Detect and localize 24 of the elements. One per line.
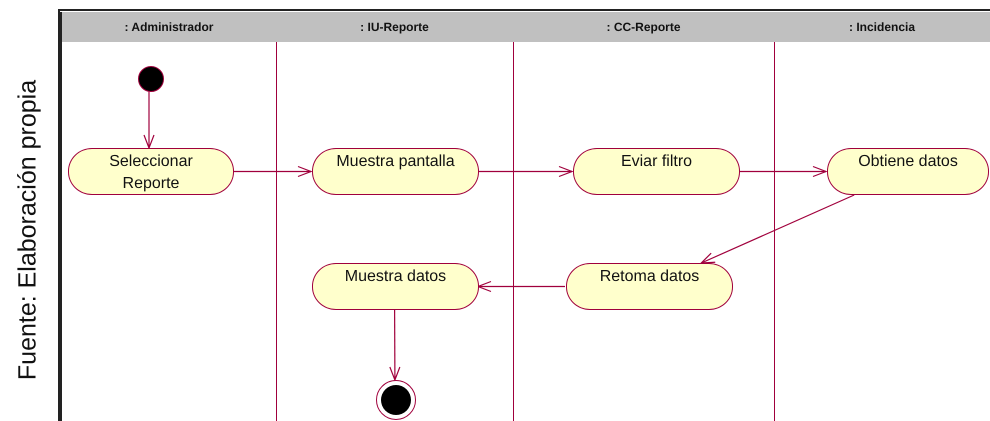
lane-header: : Administrador [62, 12, 276, 42]
swimlane [276, 12, 513, 421]
arrow [700, 194, 854, 264]
final-state [376, 380, 416, 420]
activity: Retoma datos [566, 263, 733, 310]
arrow [478, 166, 573, 178]
arrow [477, 280, 565, 292]
swimlane [774, 12, 990, 421]
initial-state [138, 66, 164, 92]
arrow [143, 92, 155, 149]
swimlane [513, 12, 774, 421]
activity: Muestra pantalla [312, 148, 479, 195]
activity: Obtiene datos [827, 148, 989, 195]
arrow [232, 166, 312, 178]
swimlane [60, 12, 276, 421]
lane-header: : Incidencia [774, 12, 990, 42]
activity: Muestra datos [312, 263, 479, 310]
arrow [739, 166, 827, 178]
lane-header: : CC-Reporte [513, 12, 774, 42]
activity: Eviar filtro [573, 148, 740, 195]
activity: Seleccionar Reporte [68, 148, 234, 195]
caption: Fuente: Elaboración propia [14, 80, 42, 380]
arrow [389, 310, 400, 381]
lane-header: : IU-Reporte [276, 12, 513, 42]
